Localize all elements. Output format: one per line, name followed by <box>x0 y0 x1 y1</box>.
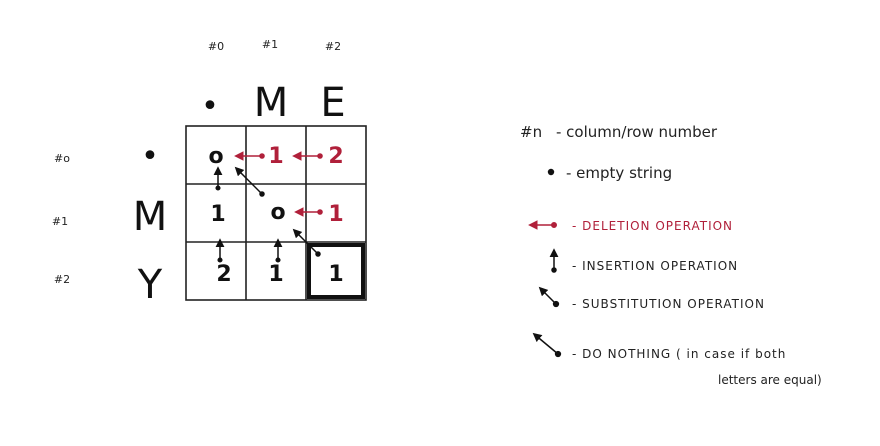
do-nothing-arrow-icon <box>532 332 562 358</box>
diagonal-arrows <box>234 166 321 257</box>
legend-insertion-text: - INSERTION OPERATION <box>572 259 738 273</box>
legend: #n - column/row number - empty string - … <box>520 123 822 387</box>
cell-0-2: 2 <box>328 144 343 169</box>
cell-1-0: 1 <box>210 202 225 227</box>
cell-0-1: 1 <box>268 144 283 169</box>
cell-0-0: o <box>208 144 223 169</box>
insertion-arrow-icon <box>549 248 559 273</box>
row-letter-empty: • <box>141 139 159 174</box>
legend-empty-text: - empty string <box>566 164 672 182</box>
deletion-arrows <box>234 151 323 217</box>
row-letter-y: Y <box>137 262 163 308</box>
legend-substitution-text: - SUBSTITUTION OPERATION <box>572 297 765 311</box>
substitution-arrow-icon <box>538 286 560 308</box>
result-cell-highlight <box>307 243 365 299</box>
cell-2-1: 1 <box>268 262 283 287</box>
column-number-0: #0 <box>208 40 224 53</box>
legend-col-row-symbol: #n <box>520 123 542 141</box>
legend-do-nothing-text: - DO NOTHING ( in case if both <box>572 347 786 361</box>
cell-1-1: o <box>270 200 285 225</box>
legend-col-row-text: - column/row number <box>556 123 718 141</box>
empty-string-dot-icon <box>547 168 555 176</box>
column-number-2: #2 <box>325 40 341 53</box>
legend-deletion-text: - DELETION OPERATION <box>572 219 733 233</box>
cell-1-2: 1 <box>328 202 343 227</box>
insertion-arrows <box>213 166 283 263</box>
column-letter-m: M <box>254 80 289 126</box>
column-letter-e: E <box>320 80 345 126</box>
row-letter-m: M <box>133 194 168 240</box>
cell-2-2: 1 <box>328 262 343 287</box>
row-number-2: #2 <box>54 273 70 286</box>
row-number-1: #1 <box>52 215 68 228</box>
deletion-arrow-icon <box>528 220 557 230</box>
cell-2-0: 2 <box>216 262 231 287</box>
row-number-0: #o <box>54 152 70 165</box>
column-letter-empty: • <box>201 89 219 124</box>
legend-do-nothing-text-cont: letters are equal) <box>718 373 822 387</box>
column-number-1: #1 <box>262 38 278 51</box>
